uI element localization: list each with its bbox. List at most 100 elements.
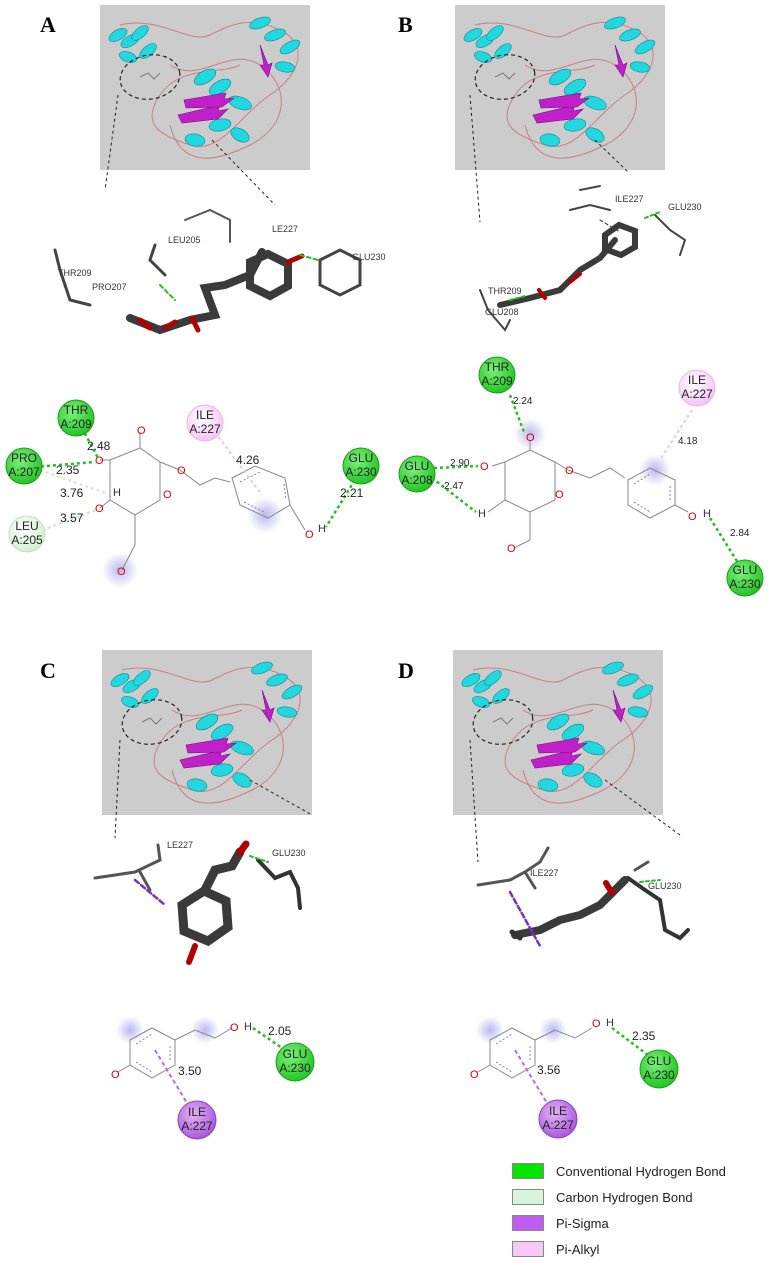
distance-b-1: 2.24 bbox=[513, 396, 533, 407]
svg-text:GLU: GLU bbox=[647, 1054, 672, 1068]
panel-letter-c: C bbox=[40, 658, 56, 683]
residue-c-glu230: GLU A:230 bbox=[275, 1042, 315, 1082]
stick-label-d-2: GLU230 bbox=[648, 881, 682, 891]
panel-a: LE227 LEU205 THR209 PRO207 GLU230 O O O … bbox=[5, 4, 386, 588]
atom-o-d1: O bbox=[470, 1069, 479, 1081]
protein-structure-a bbox=[99, 4, 311, 171]
svg-text:ILE: ILE bbox=[549, 1104, 567, 1118]
atom-o-b1: O bbox=[526, 432, 535, 444]
distance-a-6: 2.21 bbox=[340, 486, 364, 500]
stick-label-c-2: GLU230 bbox=[272, 848, 306, 858]
residue-a-leu205: LEU A:205 bbox=[8, 515, 46, 553]
residue-a-glu230: GLU A:230 bbox=[342, 447, 380, 485]
interaction-2d-b: O O O O O O H H 2.24 2.90 2.47 4.18 2.84… bbox=[398, 356, 764, 597]
svg-text:PRO: PRO bbox=[11, 451, 37, 465]
residue-d-glu230: GLU A:230 bbox=[639, 1049, 679, 1089]
atom-o-c2: O bbox=[230, 1022, 239, 1034]
panel-d: ILE227 GLU230 O O H 2.35 3.56 GLU A:230 … bbox=[452, 649, 690, 1139]
legend-item-pi-sigma: Pi-Sigma bbox=[512, 1210, 752, 1236]
protein-structure-d bbox=[452, 649, 664, 816]
ligand-3d-c bbox=[93, 840, 302, 965]
stick-label-a-5: GLU230 bbox=[352, 252, 386, 262]
residue-c-ile227: ILE A:227 bbox=[177, 1100, 217, 1140]
atom-h-a2: H bbox=[318, 523, 326, 535]
svg-text:THR: THR bbox=[485, 360, 510, 374]
svg-text:GLU: GLU bbox=[405, 459, 430, 473]
svg-text:A:230: A:230 bbox=[345, 465, 377, 479]
stick-label-a-1: LE227 bbox=[272, 224, 298, 234]
residue-a-ile227: ILE A:227 bbox=[186, 404, 224, 442]
panel-letter-b: B bbox=[398, 12, 413, 37]
atom-h-c1: H bbox=[244, 1021, 252, 1033]
atom-o-a7: O bbox=[305, 529, 314, 541]
residue-d-ile227: ILE A:227 bbox=[538, 1099, 578, 1139]
svg-text:A:227: A:227 bbox=[189, 422, 221, 436]
distance-a-1: 2.48 bbox=[87, 439, 111, 453]
legend-label: Pi-Sigma bbox=[556, 1215, 609, 1231]
atom-o-b2: O bbox=[480, 461, 489, 473]
residue-a-thr209: THR A:209 bbox=[57, 399, 95, 437]
legend-swatch bbox=[512, 1215, 544, 1231]
svg-text:ILE: ILE bbox=[188, 1105, 206, 1119]
svg-text:ILE: ILE bbox=[688, 373, 706, 387]
atom-h-a1: H bbox=[113, 487, 121, 499]
stick-label-b-3: THR209 bbox=[488, 286, 522, 296]
stick-label-c-1: LE227 bbox=[167, 840, 193, 850]
ligand-3d-d bbox=[476, 846, 690, 948]
svg-text:A:207: A:207 bbox=[8, 465, 40, 479]
interaction-2d-c: O O H 2.05 3.50 GLU A:230 ILE A:227 bbox=[111, 1016, 315, 1140]
atom-o-a2: O bbox=[95, 455, 104, 467]
residue-b-ile227: ILE A:227 bbox=[678, 369, 716, 407]
ligand-3d-a bbox=[53, 208, 362, 335]
distance-b-4: 4.18 bbox=[678, 436, 698, 447]
distance-a-4: 3.57 bbox=[60, 511, 84, 525]
stick-label-a-2: LEU205 bbox=[168, 235, 201, 245]
distance-b-5: 2.84 bbox=[730, 528, 750, 539]
svg-text:A:227: A:227 bbox=[181, 1119, 213, 1133]
legend-label: Conventional Hydrogen Bond bbox=[556, 1163, 726, 1179]
distance-b-2: 2.90 bbox=[450, 458, 470, 469]
atom-o-a6: O bbox=[117, 566, 126, 578]
svg-text:A:230: A:230 bbox=[279, 1061, 311, 1075]
atom-o-b4: O bbox=[555, 489, 564, 501]
distance-d-1: 2.35 bbox=[632, 1029, 656, 1043]
svg-text:A:205: A:205 bbox=[11, 533, 43, 547]
ligand-3d-b bbox=[479, 185, 687, 332]
atom-o-b5: O bbox=[507, 543, 516, 555]
distance-b-3: 2.47 bbox=[444, 481, 464, 492]
stick-label-b-4: GLU208 bbox=[485, 307, 519, 317]
svg-text:GLU: GLU bbox=[733, 563, 758, 577]
residue-b-thr209: THR A:209 bbox=[478, 356, 516, 394]
svg-text:GLU: GLU bbox=[349, 451, 374, 465]
interaction-2d-a: O O O O O O O H H 2.48 2.35 3.76 3.57 4.… bbox=[5, 399, 380, 588]
svg-text:A:209: A:209 bbox=[481, 374, 513, 388]
stick-label-b-1: ILE227 bbox=[615, 194, 644, 204]
atom-o-d2: O bbox=[592, 1018, 601, 1030]
protein-structure-c bbox=[101, 649, 313, 816]
svg-text:A:230: A:230 bbox=[643, 1068, 675, 1082]
atom-o-a4: O bbox=[177, 465, 186, 477]
atom-o-a1: O bbox=[137, 425, 146, 437]
legend-item-conventional: Conventional Hydrogen Bond bbox=[512, 1158, 752, 1184]
legend-item-pi-alkyl: Pi-Alkyl bbox=[512, 1236, 752, 1262]
atom-o-c1: O bbox=[111, 1069, 120, 1081]
svg-text:LEU: LEU bbox=[15, 519, 38, 533]
distance-a-5: 4.26 bbox=[236, 453, 260, 467]
stick-label-a-4: PRO207 bbox=[92, 282, 127, 292]
stick-label-a-3: THR209 bbox=[58, 268, 92, 278]
atom-o-b6: O bbox=[688, 511, 697, 523]
distance-a-3: 3.76 bbox=[60, 486, 84, 500]
stick-label-d-1: ILE227 bbox=[530, 868, 559, 878]
svg-text:ILE: ILE bbox=[196, 408, 214, 422]
panel-letter-a: A bbox=[40, 12, 56, 37]
distance-c-1: 2.05 bbox=[268, 1024, 292, 1038]
svg-text:A:208: A:208 bbox=[401, 473, 433, 487]
svg-text:THR: THR bbox=[64, 403, 89, 417]
atom-h-b1: H bbox=[478, 508, 486, 520]
interaction-legend: Conventional Hydrogen Bond Carbon Hydrog… bbox=[512, 1158, 752, 1262]
legend-label: Pi-Alkyl bbox=[556, 1241, 600, 1257]
zoom-line-left-d bbox=[469, 739, 479, 863]
protein-structure-b bbox=[454, 4, 666, 171]
distance-c-2: 3.50 bbox=[178, 1064, 202, 1078]
